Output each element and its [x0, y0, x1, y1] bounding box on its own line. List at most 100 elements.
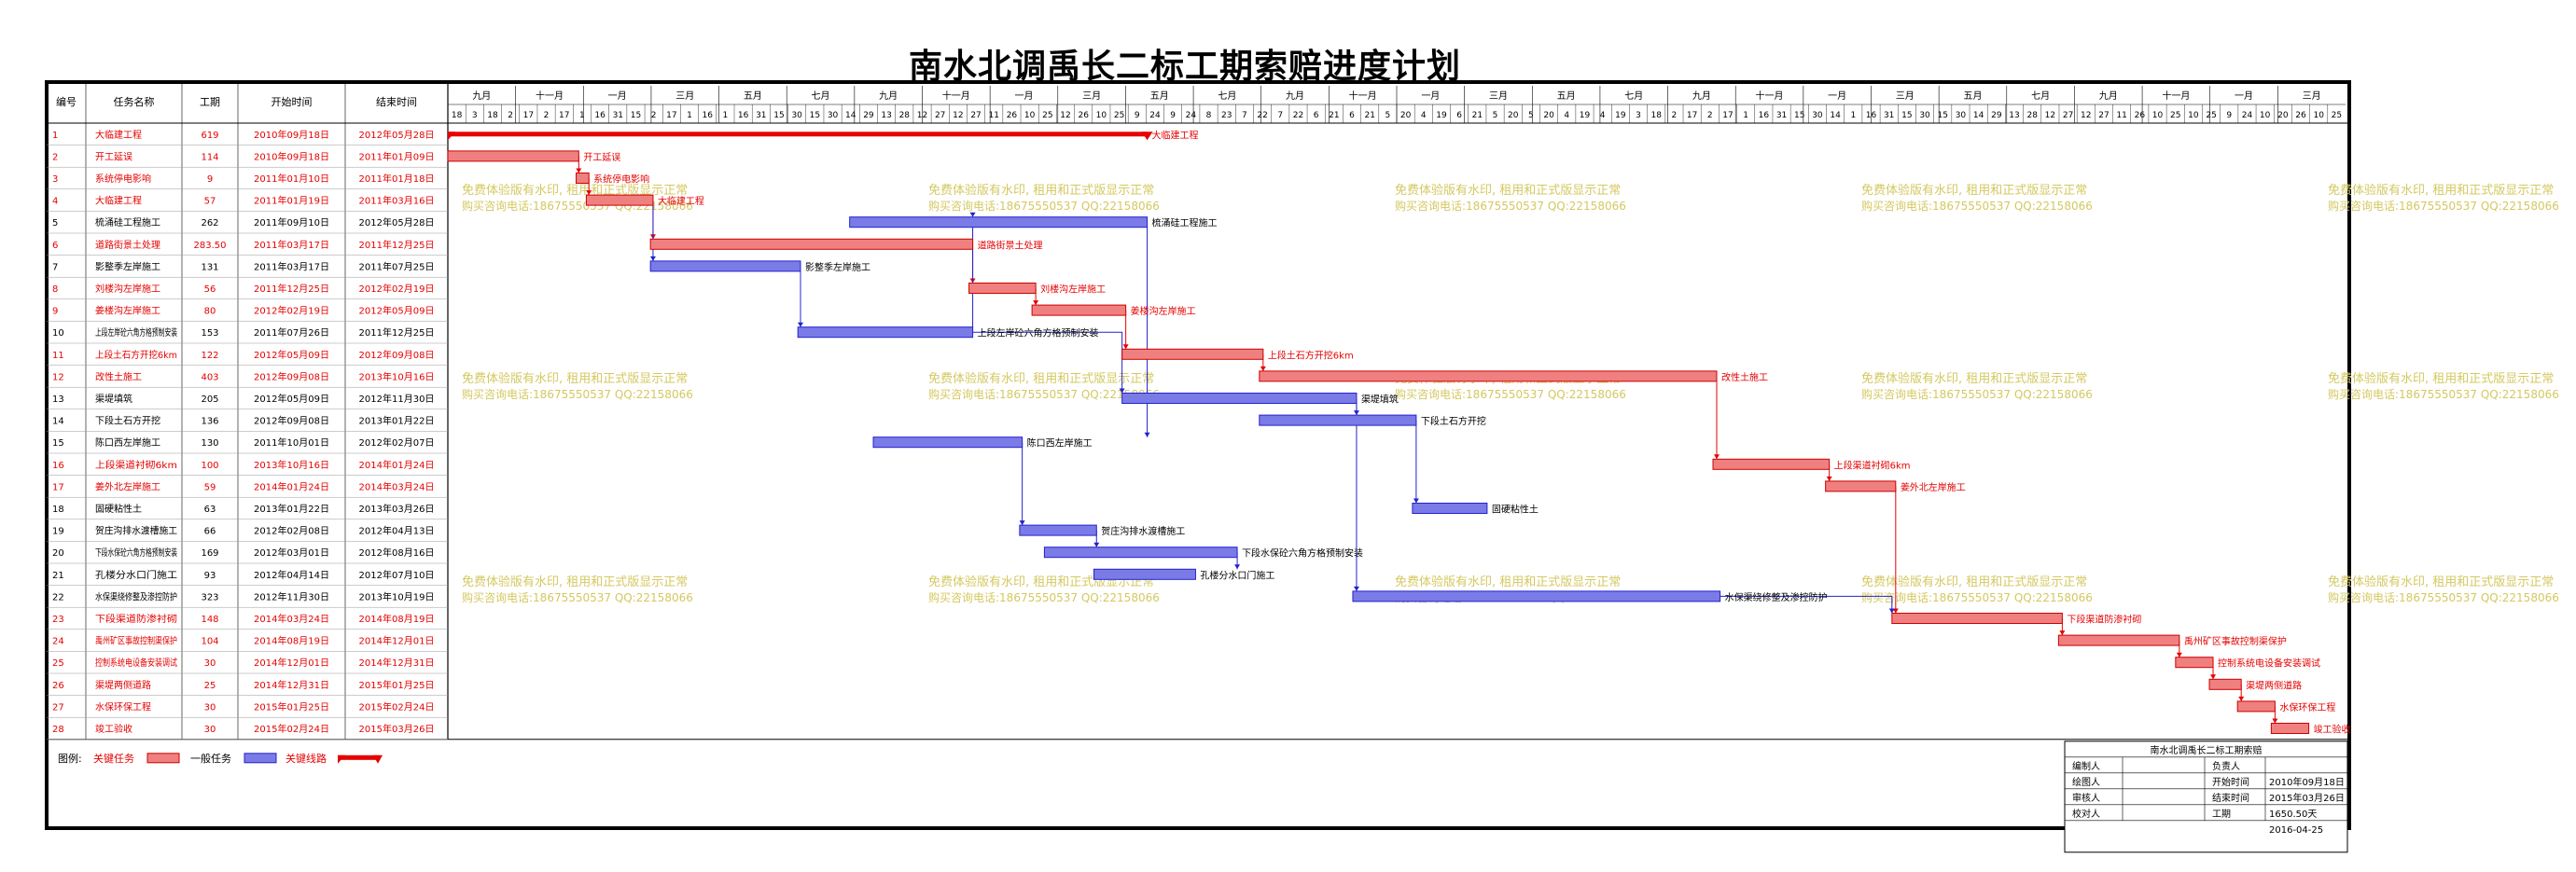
gantt-bars: 大临建工程开工延误系统停电影响大临建工程梳涌硅工程施工道路街景土处理影整季左岸施…: [447, 129, 2351, 736]
month-label: 一月: [1014, 90, 1033, 102]
task-bar: [1121, 348, 1264, 360]
task-duration: 25: [204, 681, 216, 691]
dependency-link: [1720, 595, 1893, 614]
month-label: 三月: [1896, 90, 1915, 102]
table-header-4: 结束时间: [376, 96, 417, 108]
task-name: 开工延误: [95, 151, 132, 162]
day-label: 16: [594, 111, 606, 120]
task-start: 2015年01月25日: [254, 700, 329, 713]
task-duration: 9: [207, 174, 213, 185]
task-id: 17: [52, 482, 64, 492]
task-bar: [1121, 393, 1358, 404]
bar-label: 竣工验收: [2314, 724, 2351, 736]
task-end: 2011年01月09日: [359, 150, 435, 162]
task-start: 2014年12月31日: [254, 679, 329, 691]
bar-label: 禹州矿区事故控制渠保护: [2184, 635, 2287, 647]
info-key: 负责人: [2212, 760, 2240, 772]
task-end: 2012年02月07日: [359, 436, 435, 449]
day-label: 19: [1615, 111, 1626, 120]
day-label: 31: [756, 111, 766, 120]
day-label: 26: [1078, 111, 1089, 120]
bar-label: 孔楼分水口门施工: [1200, 569, 1274, 581]
day-label: 27: [2098, 111, 2109, 120]
watermark-line2: 购买咨询电话:18675550537 QQ:22158066: [1861, 387, 2093, 401]
dependency-link: [972, 331, 1123, 394]
day-label: 29: [863, 111, 874, 120]
day-label: 18: [452, 111, 463, 120]
day-label: 5: [1385, 111, 1391, 120]
task-name: 上段左岸砼六角方格预制安装: [95, 326, 177, 339]
day-label: 2: [508, 111, 513, 120]
month-label: 九月: [2099, 90, 2118, 102]
task-id: 14: [52, 417, 64, 427]
task-name: 贺庄沟排水渡槽施工: [95, 525, 177, 537]
month-label: 九月: [1692, 90, 1711, 102]
task-start: 2013年10月16日: [254, 459, 329, 471]
day-label: 19: [1580, 111, 1591, 120]
info-key: 结束时间: [2212, 792, 2249, 804]
chart-frame: [45, 80, 2351, 830]
month-label: 三月: [2303, 90, 2321, 102]
watermark-line2: 购买咨询电话:18675550537 QQ:22158066: [2328, 590, 2559, 604]
bar-label: 下段渠道防渗衬砌: [2067, 614, 2141, 626]
task-id: 20: [52, 548, 64, 559]
day-label: 17: [1722, 111, 1733, 120]
month-label: 三月: [1489, 90, 1508, 102]
task-end: 2012年05月28日: [359, 129, 435, 141]
day-label: 27: [2063, 111, 2073, 120]
bar-label: 大临建工程: [1152, 129, 1199, 141]
month-label: 一月: [1828, 90, 1846, 102]
task-name: 下段土石方开挖: [95, 415, 160, 427]
link-arrow: [1353, 586, 1359, 591]
watermark-line1: 免费体验版有水印, 租用和正式版显示正常: [2328, 183, 2554, 198]
summary-bar: [448, 131, 1148, 137]
bar-label: 陈口西左岸施工: [1027, 437, 1093, 450]
task-name: 刘楼沟左岸施工: [95, 283, 160, 295]
task-bar: [1352, 590, 1721, 602]
legend-keylink-swatch: [338, 754, 379, 760]
task-end: 2012年05月09日: [359, 305, 435, 317]
task-name: 改性土施工: [95, 370, 142, 382]
day-label: 25: [1042, 111, 1052, 120]
link-arrow: [2176, 652, 2182, 657]
watermark-line1: 免费体验版有水印, 租用和正式版显示正常: [928, 183, 1154, 198]
day-label: 24: [1186, 111, 1197, 120]
table-header-1: 任务名称: [114, 95, 155, 108]
task-bar: [2057, 634, 2180, 646]
task-duration: 114: [201, 152, 218, 162]
day-label: 30: [828, 111, 839, 120]
day-label: 10: [2152, 111, 2164, 120]
link-arrow: [1888, 608, 1895, 614]
task-duration: 323: [201, 592, 218, 602]
day-label: 7: [1277, 111, 1283, 120]
link-arrow: [1714, 454, 1720, 460]
bar-label: 上段土石方开挖6km: [1268, 349, 1354, 361]
day-label: 10: [2260, 111, 2271, 120]
day-label: 10: [1024, 111, 1036, 120]
task-bar: [1019, 524, 1097, 536]
task-start: 2011年01月10日: [254, 173, 329, 185]
month-label: 十一月: [2162, 90, 2190, 102]
task-end: 2012年09月08日: [359, 349, 435, 361]
task-id: 9: [52, 307, 58, 317]
watermark-line1: 免费体验版有水印, 租用和正式版显示正常: [928, 371, 1154, 386]
task-bar: [447, 150, 579, 162]
legend-critical-text: 关键任务: [93, 752, 134, 765]
day-label: 3: [1636, 111, 1641, 120]
task-name: 梳涌硅工程施工: [95, 216, 160, 228]
day-label: 28: [899, 111, 911, 120]
bar-label: 水保渠绕修整及渗控防护: [1725, 591, 1828, 603]
day-label: 20: [1400, 111, 1412, 120]
watermark-line1: 免费体验版有水印, 租用和正式版显示正常: [1395, 183, 1621, 198]
bar-label: 改性土施工: [1721, 371, 1768, 383]
task-id: 3: [52, 174, 58, 185]
bar-label: 开工延误: [583, 152, 620, 163]
day-label: 4: [1564, 111, 1569, 120]
watermark-line2: 购买咨询电话:18675550537 QQ:22158066: [2328, 387, 2559, 401]
task-end: 2011年03月16日: [359, 195, 435, 207]
bar-label: 水保环保工程: [2279, 701, 2335, 713]
info-title: 南水北调禹长二标工期索赔: [2151, 744, 2263, 756]
task-id: 21: [52, 571, 64, 581]
task-start: 2013年01月22日: [254, 503, 329, 515]
